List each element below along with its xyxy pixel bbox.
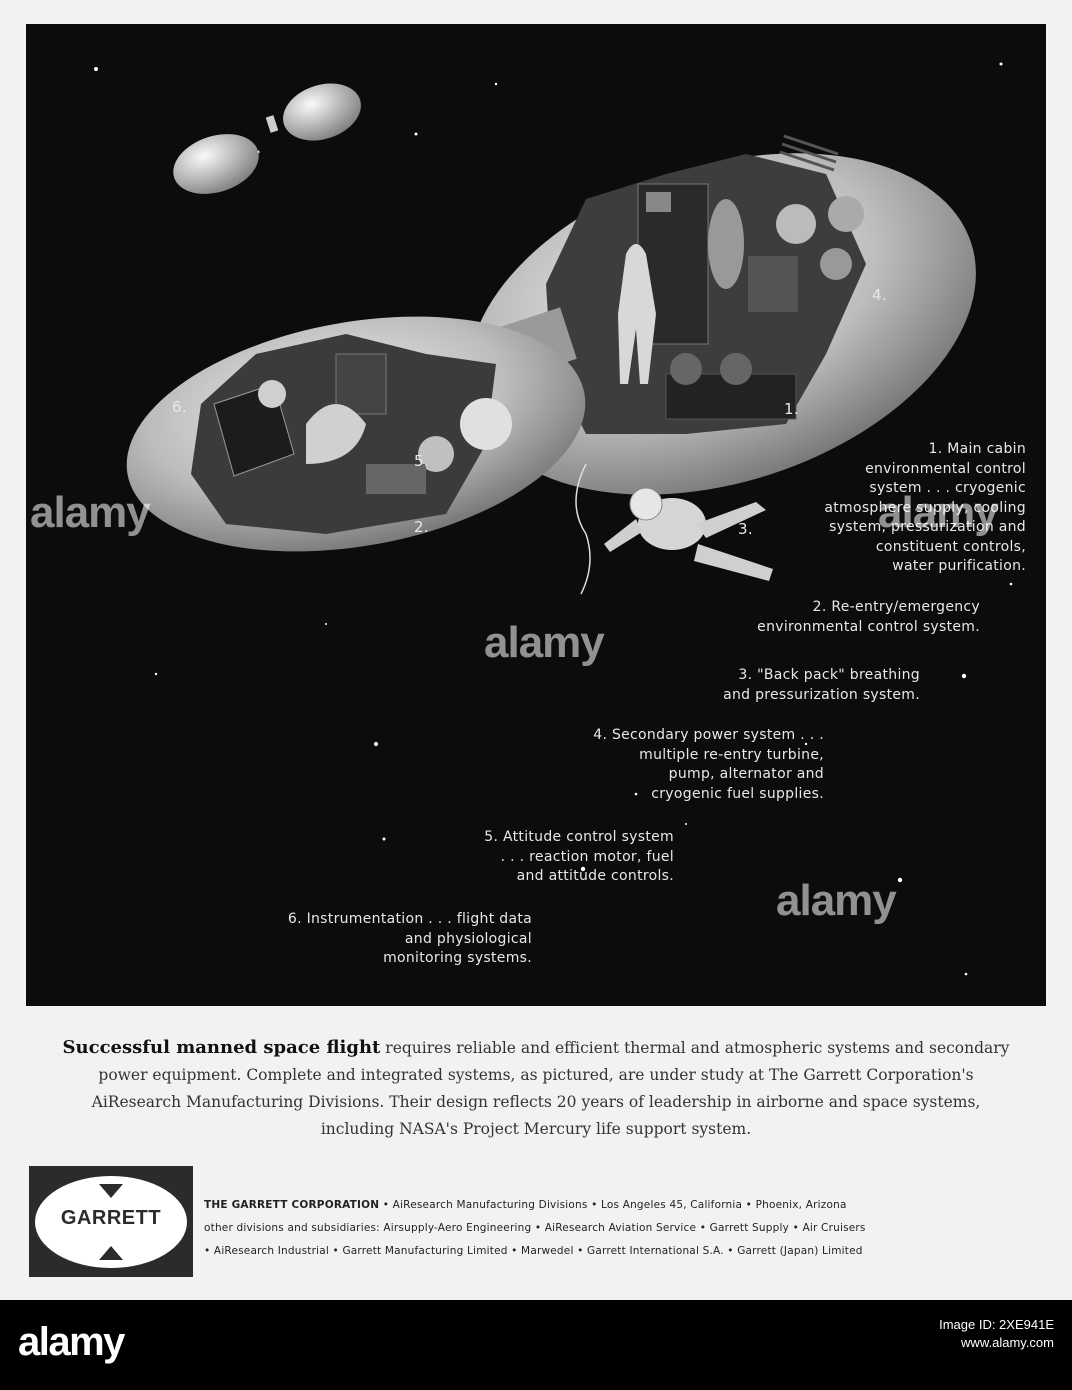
footer-brand: alamy xyxy=(18,1320,125,1364)
body-text: requires reliable and efficient thermal … xyxy=(91,1039,1010,1138)
garrett-logo: GARRETT xyxy=(29,1166,193,1277)
marker-3: 3. xyxy=(738,520,753,538)
corporation-line-2: other divisions and subsidiaries: Airsup… xyxy=(204,1222,866,1234)
callout-back-pack: 3. "Back pack" breathing and pressurizat… xyxy=(723,667,920,703)
callout-instrumentation: 6. Instrumentation . . . flight data and… xyxy=(287,911,532,966)
corporation-line-3: • AiResearch Industrial • Garrett Manufa… xyxy=(204,1245,863,1257)
site-url: www.alamy.com xyxy=(961,1335,1054,1350)
headline: Successful manned space flight xyxy=(62,1037,381,1058)
watermark: alamy xyxy=(484,618,605,667)
body-copy: Successful manned space flight requires … xyxy=(60,1034,1012,1143)
callout-secondary-power: 4. Secondary power system . . . multiple… xyxy=(593,727,824,802)
logo-emblem xyxy=(35,1176,187,1268)
logo-text: GARRETT xyxy=(60,1207,162,1229)
callout-attitude-control: 5. Attitude control system . . . reactio… xyxy=(484,829,674,884)
marker-6: 6. xyxy=(172,398,187,416)
marker-4: 4. xyxy=(872,286,887,304)
distant-capsules xyxy=(173,83,361,194)
corporation-line-1: • AiResearch Manufacturing Divisions • L… xyxy=(379,1199,847,1211)
stock-footer: alamy Image ID: 2XE941E www.alamy.com xyxy=(0,1300,1072,1390)
corporation-name: THE GARRETT CORPORATION xyxy=(204,1199,380,1211)
watermark: alamy xyxy=(30,488,151,537)
floating-astronaut xyxy=(575,463,773,595)
main-cabin-capsule xyxy=(468,134,976,495)
reentry-capsule xyxy=(126,316,586,552)
marker-1: 1. xyxy=(784,400,799,418)
callout-reentry: 2. Re-entry/emergency environmental cont… xyxy=(757,599,980,635)
footer-id: Image ID: 2XE941E www.alamy.com xyxy=(939,1316,1054,1352)
watermark: alamy xyxy=(776,876,897,925)
marker-2: 2. xyxy=(414,518,429,536)
stars xyxy=(94,62,1013,976)
image-id: Image ID: 2XE941E xyxy=(939,1317,1054,1332)
vent-grille xyxy=(779,134,839,172)
callout-main-cabin: 1. Main cabin environmental control syst… xyxy=(824,441,1026,574)
magazine-page: 1. 2. 3. 4. 5. 6. 1. Main cabin environm… xyxy=(0,0,1072,1300)
watermark: alamy xyxy=(878,488,999,537)
marker-5: 5. xyxy=(414,452,429,470)
corporation-info: THE GARRETT CORPORATION • AiResearch Man… xyxy=(204,1194,1054,1263)
space-illustration: 1. 2. 3. 4. 5. 6. 1. Main cabin environm… xyxy=(26,24,1046,1006)
spacecraft-cutaway-art xyxy=(94,62,1013,976)
